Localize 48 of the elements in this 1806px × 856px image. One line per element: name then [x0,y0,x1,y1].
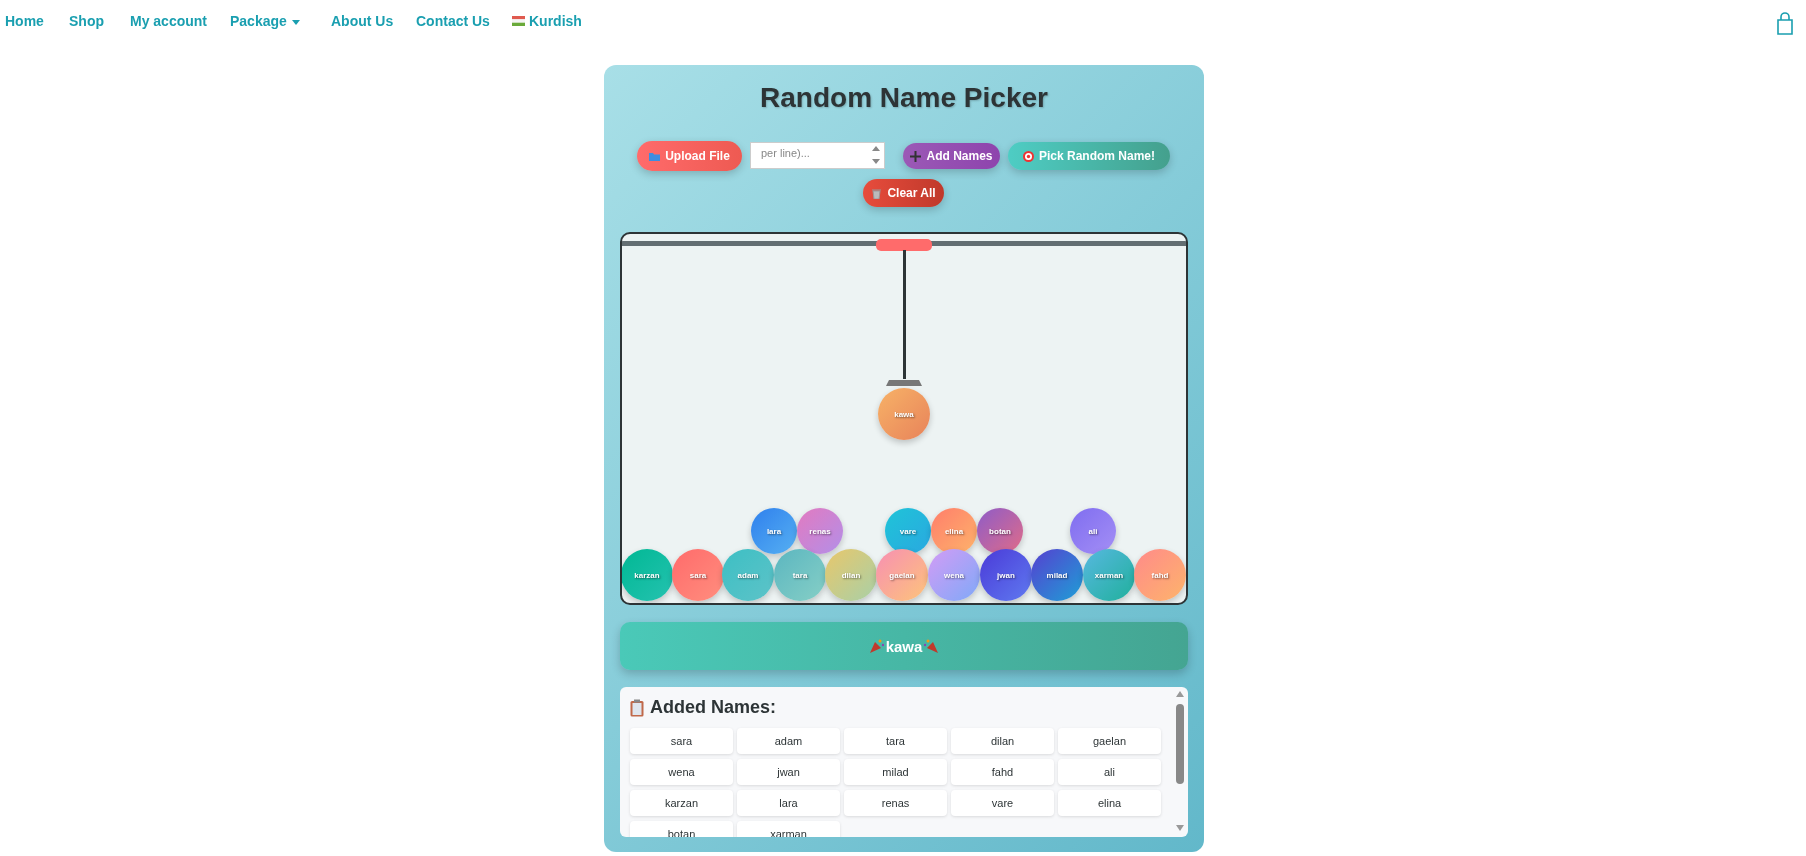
name-ball: tara [774,549,826,601]
name-chip: wena [630,759,733,785]
name-chip: renas [844,790,947,816]
name-chip: karzan [630,790,733,816]
result-name: kawa [885,637,923,655]
name-chip: fahd [951,759,1054,785]
button: Upload File [637,141,742,171]
name-chip: dilan [951,728,1054,754]
name-chip: lara [737,790,840,816]
name-ball: renas [797,508,843,554]
button: Clear All [863,179,944,207]
name-chip: elina [1058,790,1161,816]
page-title: Random Name Picker [759,82,1049,114]
name-ball: dilan [825,549,877,601]
name-ball: wena [928,549,980,601]
name-chip: milad [844,759,947,785]
name-ball: karzan [622,549,673,601]
name-ball: milad [1031,549,1083,601]
name-chip: sara [630,728,733,754]
nav-link: Package [230,13,287,29]
name-chip: gaelan [1058,728,1161,754]
name-ball: botan [977,508,1023,554]
name-ball: sara [672,549,724,601]
name-ball: fahd [1134,549,1186,601]
button: Pick Random Name! [1008,142,1170,170]
name-ball: vare [885,508,931,554]
name-chip: jwan [737,759,840,785]
nav-link: My account [130,13,207,29]
name-ball: ali [1070,508,1116,554]
section-heading: Added Names: [650,697,777,718]
name-ball: lara [751,508,797,554]
name-chip: vare [951,790,1054,816]
name-ball: kawa [878,388,930,440]
name-ball: jwan [980,549,1032,601]
nav-link: Kurdish [529,13,582,29]
button: Add Names [903,143,1000,169]
nav-link: Home [5,13,44,29]
name-ball: adam [722,549,774,601]
name-ball: xarman [1083,549,1135,601]
input-field: per line)... [750,142,885,169]
nav-link: About Us [331,13,394,29]
nav-link: Shop [69,13,104,29]
name-ball: elina [931,508,977,554]
name-chip: ali [1058,759,1161,785]
name-chip: tara [844,728,947,754]
name-chip: adam [737,728,840,754]
nav-link: Contact Us [416,13,490,29]
name-ball: gaelan [876,549,928,601]
